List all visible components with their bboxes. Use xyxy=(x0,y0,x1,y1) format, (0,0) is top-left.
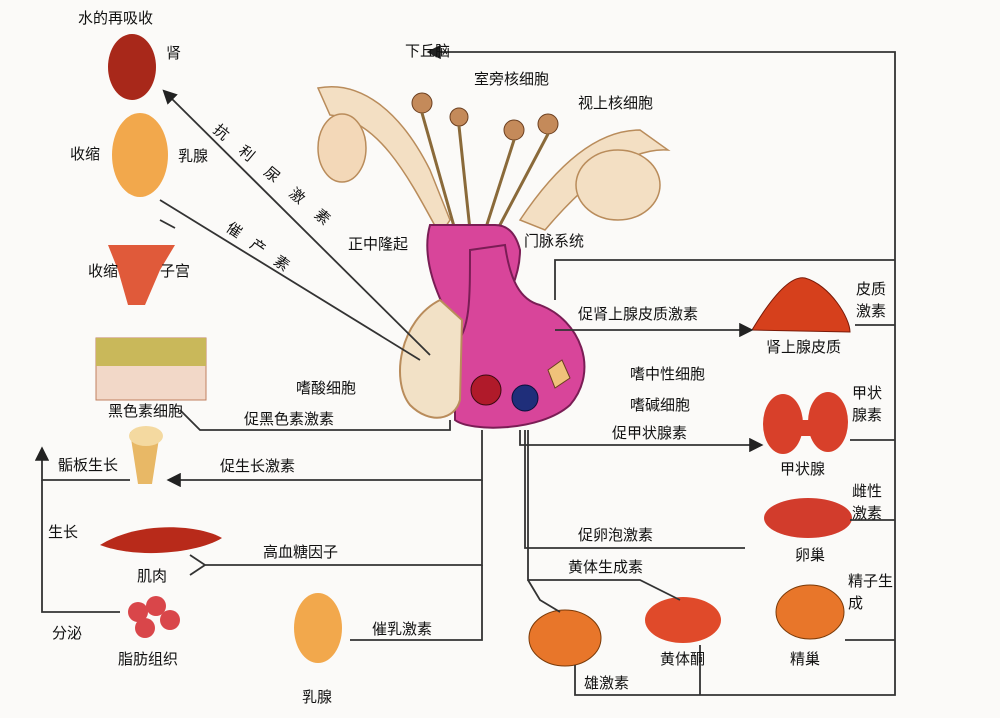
label-portal-system: 门脉系统 xyxy=(524,232,585,250)
label-secrete: 分泌 xyxy=(52,624,83,642)
label-thyroxine: 甲状腺素 xyxy=(852,384,883,424)
label-hyperglycemic: 高血糖因子 xyxy=(263,543,339,561)
label-corticoid: 皮质激素 xyxy=(856,280,887,320)
label-lh: 黄体生成素 xyxy=(568,558,644,576)
label-fsh: 促卵泡激素 xyxy=(578,526,654,544)
label-acidophil: 嗜酸细胞 xyxy=(296,379,357,397)
organs xyxy=(95,34,852,667)
connector-lines xyxy=(34,44,896,696)
label-adrenal-cortex: 肾上腺皮质 xyxy=(766,338,842,356)
label-hypothalamus: 下丘脑 xyxy=(405,42,451,60)
label-supraoptic: 视上核细胞 xyxy=(578,94,654,112)
ovary-shape xyxy=(764,498,852,538)
uterus-shape xyxy=(108,245,175,305)
label-paraventricular: 室旁核细胞 xyxy=(474,70,550,88)
kidney-shape xyxy=(108,34,156,100)
testis-shape xyxy=(775,584,845,640)
corpus-luteum-shape xyxy=(645,597,721,643)
breast-bottom-shape xyxy=(294,593,342,663)
label-uterus: 子宫 xyxy=(160,262,191,280)
label-adipose: 脂肪组织 xyxy=(118,650,179,668)
label-tsh: 促甲状腺素 xyxy=(612,424,688,442)
thyroid-shape xyxy=(763,392,848,454)
label-ovary: 卵巢 xyxy=(795,546,826,564)
label-kidney: 肾 xyxy=(166,44,182,62)
ovary-left-shape xyxy=(528,609,602,667)
label-sperm: 精子生成 xyxy=(848,572,894,612)
breast-top-shape xyxy=(112,113,168,197)
label-acths: 促肾上腺皮质激素 xyxy=(578,305,699,323)
label-male-hormone: 雄激素 xyxy=(584,674,630,692)
label-contract-uterus: 收缩 xyxy=(88,262,119,280)
label-breast-top: 乳腺 xyxy=(178,147,209,165)
label-corpus-luteum: 黄体酮 xyxy=(660,650,706,668)
label-prolactin: 催乳激素 xyxy=(372,620,433,638)
label-female-hormone: 雌性激素 xyxy=(852,482,883,522)
pituitary-gland xyxy=(399,224,586,429)
hypothalamus-tracts xyxy=(316,86,671,237)
label-basophil: 嗜碱细胞 xyxy=(630,396,691,414)
label-chromophobe: 嗜中性细胞 xyxy=(630,365,706,383)
label-water-reabsorb: 水的再吸收 xyxy=(78,9,154,27)
label-testis: 精巢 xyxy=(790,650,821,668)
label-gh: 促生长激素 xyxy=(220,457,296,475)
label-contract-breast: 收缩 xyxy=(70,145,101,163)
label-muscle: 肌肉 xyxy=(137,567,168,585)
label-median-eminence: 正中隆起 xyxy=(348,235,409,253)
adrenal-shape xyxy=(751,277,851,333)
label-thyroid: 甲状腺 xyxy=(780,460,826,478)
label-growth: 生长 xyxy=(48,523,79,541)
label-epiphysis: 骺板生长 xyxy=(58,456,119,474)
label-breast-bottom: 乳腺 xyxy=(302,688,333,706)
label-msh: 促黑色素激素 xyxy=(244,410,335,428)
muscle-shape xyxy=(100,527,222,554)
adipose-shape xyxy=(128,596,180,638)
label-melanocyte: 黑色素细胞 xyxy=(108,402,184,420)
